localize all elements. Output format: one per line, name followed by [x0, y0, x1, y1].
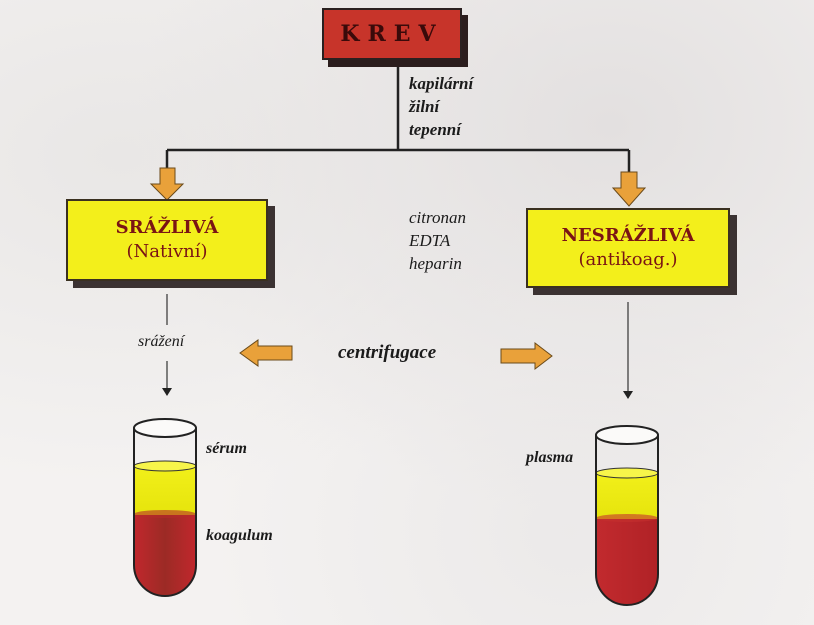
anticoagulant-citronan: citronan [409, 208, 466, 227]
left-orange-side-arrow [239, 339, 293, 367]
srazliva-title: SRÁŽLIVÁ [115, 217, 219, 238]
nesrazliva-title: NESRÁŽLIVÁ [561, 225, 695, 246]
plasma-label: plasma [526, 449, 574, 466]
left-orange-down-arrow [149, 167, 185, 201]
koagulum-label: koagulum [206, 527, 273, 544]
blood-type-zilni: žilní [409, 97, 440, 116]
anticoagulant-heparin: heparin [409, 254, 462, 273]
nesrazliva-box: NESRÁŽLIVÁ (antikoag.) [526, 208, 730, 288]
blood-type-kapilarni: kapilární [409, 74, 474, 93]
srazliva-box: SRÁŽLIVÁ (Nativní) [66, 199, 268, 281]
left-test-tube [133, 418, 197, 597]
right-orange-side-arrow [500, 341, 553, 371]
centrifugace-label: centrifugace [338, 342, 437, 363]
blood-type-tepenni: tepenní [409, 120, 461, 139]
srazeni-label: srážení [138, 333, 185, 350]
nesrazliva-subtitle: (antikoag.) [578, 249, 678, 270]
serum-label: sérum [206, 440, 247, 457]
srazliva-subtitle: (Nativní) [126, 241, 208, 262]
right-test-tube [595, 425, 659, 606]
krev-box: KREV [322, 8, 462, 60]
anticoagulant-edta: EDTA [409, 231, 451, 250]
right-orange-down-arrow [611, 171, 647, 207]
krev-label: KREV [340, 21, 444, 47]
